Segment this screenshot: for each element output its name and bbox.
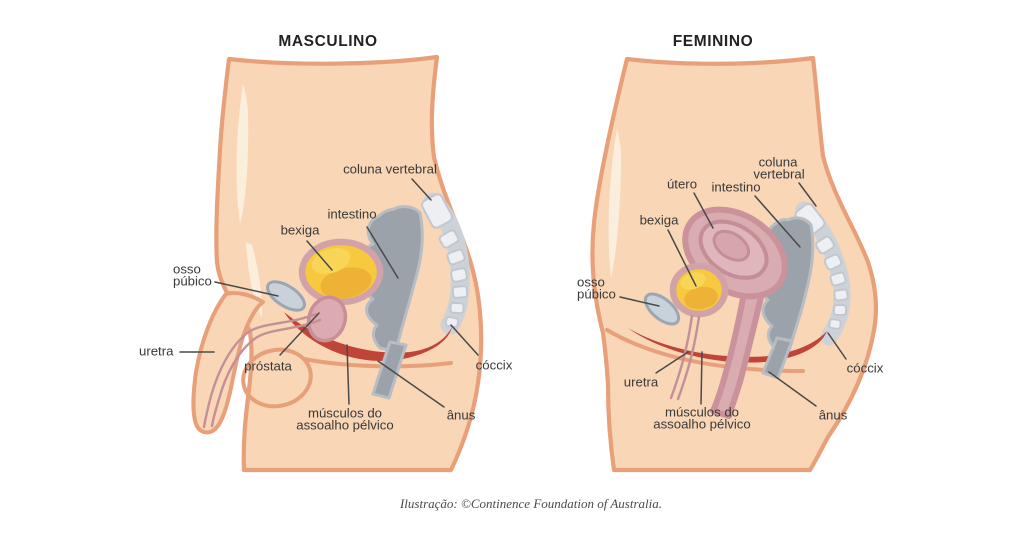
male-label-coluna-vertebral: coluna vertebral	[343, 161, 437, 176]
male-vertebra	[449, 301, 465, 315]
female-vertebra	[833, 288, 849, 302]
male-label-bexiga: bexiga	[281, 222, 321, 237]
male-bladder-shape	[298, 238, 384, 306]
male-spine	[421, 192, 470, 335]
male-vertebra	[446, 248, 466, 266]
illustration-credit: Ilustração: ©Continence Foundation of Au…	[399, 496, 662, 511]
male-label-coccix: cóccix	[476, 357, 513, 372]
female-vertebra	[823, 253, 843, 271]
female-figure: FEMININO	[577, 33, 884, 473]
female-label-coluna-line2: vertebral	[753, 166, 804, 181]
female-label-bexiga: bexiga	[640, 212, 680, 227]
female-label-osso-pubico-line2: púbico	[577, 286, 616, 301]
female-spine	[794, 201, 851, 346]
male-label-anus: ânus	[447, 407, 476, 422]
female-label-coluna-line1: coluna	[759, 154, 799, 169]
male-label-osso-pubico-line2: púbico	[173, 273, 212, 288]
male-urethra-line	[210, 318, 322, 428]
female-vagina-canal	[710, 290, 764, 419]
male-pointer-lines	[179, 178, 479, 408]
male-vertebra	[451, 285, 469, 299]
female-label-utero: útero	[667, 176, 697, 191]
male-title: MASCULINO	[278, 33, 377, 50]
female-urethra-line	[676, 315, 701, 401]
male-label-prostata: próstata	[244, 358, 292, 373]
male-label-musculos-line2: assoalho pélvico	[296, 417, 394, 432]
male-coccyx-segment	[444, 316, 460, 328]
male-thigh-crease	[302, 357, 453, 369]
male-skin-highlight	[236, 84, 249, 224]
female-title: FEMININO	[673, 33, 754, 50]
female-label-musculos-line2: assoalho pélvico	[653, 416, 751, 431]
male-prostate-shape	[306, 295, 348, 343]
male-anal-canal	[371, 340, 408, 400]
female-label-uretra: uretra	[624, 374, 659, 389]
female-urethra-line	[669, 314, 694, 400]
female-pointer-lines	[619, 182, 847, 407]
female-vertebra	[829, 271, 847, 287]
male-vertebra	[438, 229, 460, 249]
male-urethra-line	[202, 312, 318, 429]
female-bladder-shape	[669, 262, 729, 318]
female-label-coccix: cóccix	[847, 360, 884, 375]
female-vertebra	[833, 304, 847, 316]
female-pelvic-floor-muscle	[628, 328, 827, 363]
male-pubic-bone-shape	[266, 280, 306, 312]
female-vertebra	[815, 235, 835, 255]
male-label-intestino: intestino	[327, 206, 376, 221]
male-label-osso-pubico-line1: osso	[173, 261, 201, 276]
male-scrotum-outline	[241, 347, 313, 409]
male-label-uretra: uretra	[139, 343, 174, 358]
female-coccyx-segment	[828, 318, 842, 330]
male-figure: MASCULINO	[139, 33, 513, 473]
female-skin-highlight	[608, 128, 621, 278]
female-label-intestino: intestino	[711, 179, 760, 194]
male-intestine-shape	[361, 205, 424, 354]
female-pubic-bone-shape	[643, 292, 681, 326]
female-label-anus: ânus	[819, 407, 848, 422]
male-label-musculos-line1: músculos do	[308, 405, 382, 420]
female-label-osso-pubico-line1: osso	[577, 274, 605, 289]
male-vertebra	[450, 267, 468, 283]
female-label-musculos-line1: músculos do	[665, 404, 739, 419]
